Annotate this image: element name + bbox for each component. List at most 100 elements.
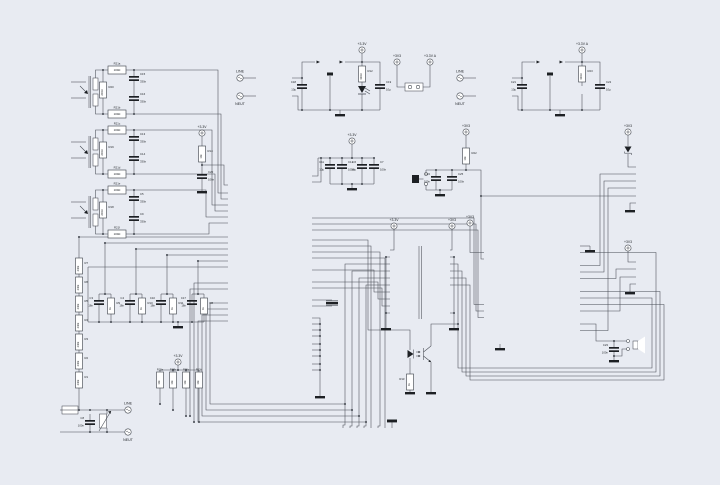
wire [95,166,108,175]
junction-dot [88,430,92,434]
svg-text:C23: C23 [603,343,609,347]
junction-dot [101,68,105,72]
wire [426,169,484,260]
svg-text:C11: C11 [319,160,324,164]
wire [627,251,636,263]
wire [312,239,411,340]
svg-text:10k: 10k [157,380,161,385]
wire [292,95,380,111]
svg-text:+3.3V A: +3.3V A [576,42,589,46]
junction-dot [140,320,144,324]
wire [351,270,390,410]
wire [205,308,352,411]
wire [365,284,390,422]
svg-text:200Ω: 200Ω [100,209,104,215]
junction-dot [197,420,201,424]
junction-dot [101,172,105,176]
svg-text:LINE: LINE [456,70,465,74]
wire [95,189,108,198]
svg-text:+3.3V: +3.3V [198,125,208,129]
svg-text:LINE: LINE [124,402,133,406]
svg-text:10µ: 10µ [351,168,356,172]
svg-text:C13: C13 [140,132,146,136]
junction-dot [580,60,584,64]
junction-dot [318,322,322,326]
wire [126,189,228,218]
wire [580,276,636,312]
svg-text:100n: 100n [602,351,609,355]
wire [450,284,665,381]
svg-text:1k: 1k [170,306,174,309]
junction-dot [456,322,460,326]
wire [390,229,395,251]
gnd-symbol [449,324,459,331]
power-flag: +3V3 [624,240,632,252]
svg-text:330n: 330n [140,220,147,224]
svg-text:330n: 330n [140,160,147,164]
svg-text:1k: 1k [201,306,205,309]
junction-dot [192,420,196,424]
power-flag: +3V3 [624,124,632,136]
svg-text:R1: R1 [85,375,89,379]
svg-text:10k: 10k [170,380,174,385]
junction-dot [580,108,584,112]
wire [430,323,458,340]
wire [312,281,390,300]
terminal-neut: NEUT [235,92,246,106]
svg-text:200Ω: 200Ω [100,89,104,95]
junction-dot [340,182,344,186]
junction-dot [101,128,105,132]
wire [629,283,636,288]
svg-text:330n: 330n [140,140,147,144]
svg-text:C18: C18 [291,80,297,84]
svg-text:R6: R6 [85,280,89,284]
gnd-symbol [173,322,183,329]
power-flag: +3.3V [358,42,367,54]
svg-text:+3.3V A: +3.3V A [424,54,437,58]
gnd-symbol [335,110,345,117]
power-flag: +3.3V [198,125,208,137]
wire [95,226,108,235]
junction-dot [520,108,524,112]
wire [312,287,390,307]
power-flag: +3.3V A [576,42,589,54]
svg-text:10µ: 10µ [386,88,391,92]
junction-dot [165,292,169,296]
svg-text:C12: C12 [348,160,354,164]
svg-text:C9: C9 [140,212,144,216]
svg-text:C4: C4 [120,296,124,300]
svg-text:C17: C17 [181,296,187,300]
svg-text:R15d: R15d [196,368,203,372]
junction-dot [318,368,322,372]
junction-dot [319,156,323,160]
wire [126,129,228,206]
svg-text:C22: C22 [606,80,612,84]
svg-text:240k: 240k [76,322,80,328]
svg-text:10k: 10k [463,156,467,161]
svg-text:+3V3: +3V3 [462,124,470,128]
svg-text:+3V3: +3V3 [466,215,474,219]
wire [126,222,228,235]
svg-text:200Ω: 200Ω [100,149,104,155]
junction-dot [300,108,304,112]
svg-text:C25: C25 [458,172,464,176]
svg-text:240k: 240k [76,284,80,290]
svg-text:100n: 100n [348,168,355,172]
